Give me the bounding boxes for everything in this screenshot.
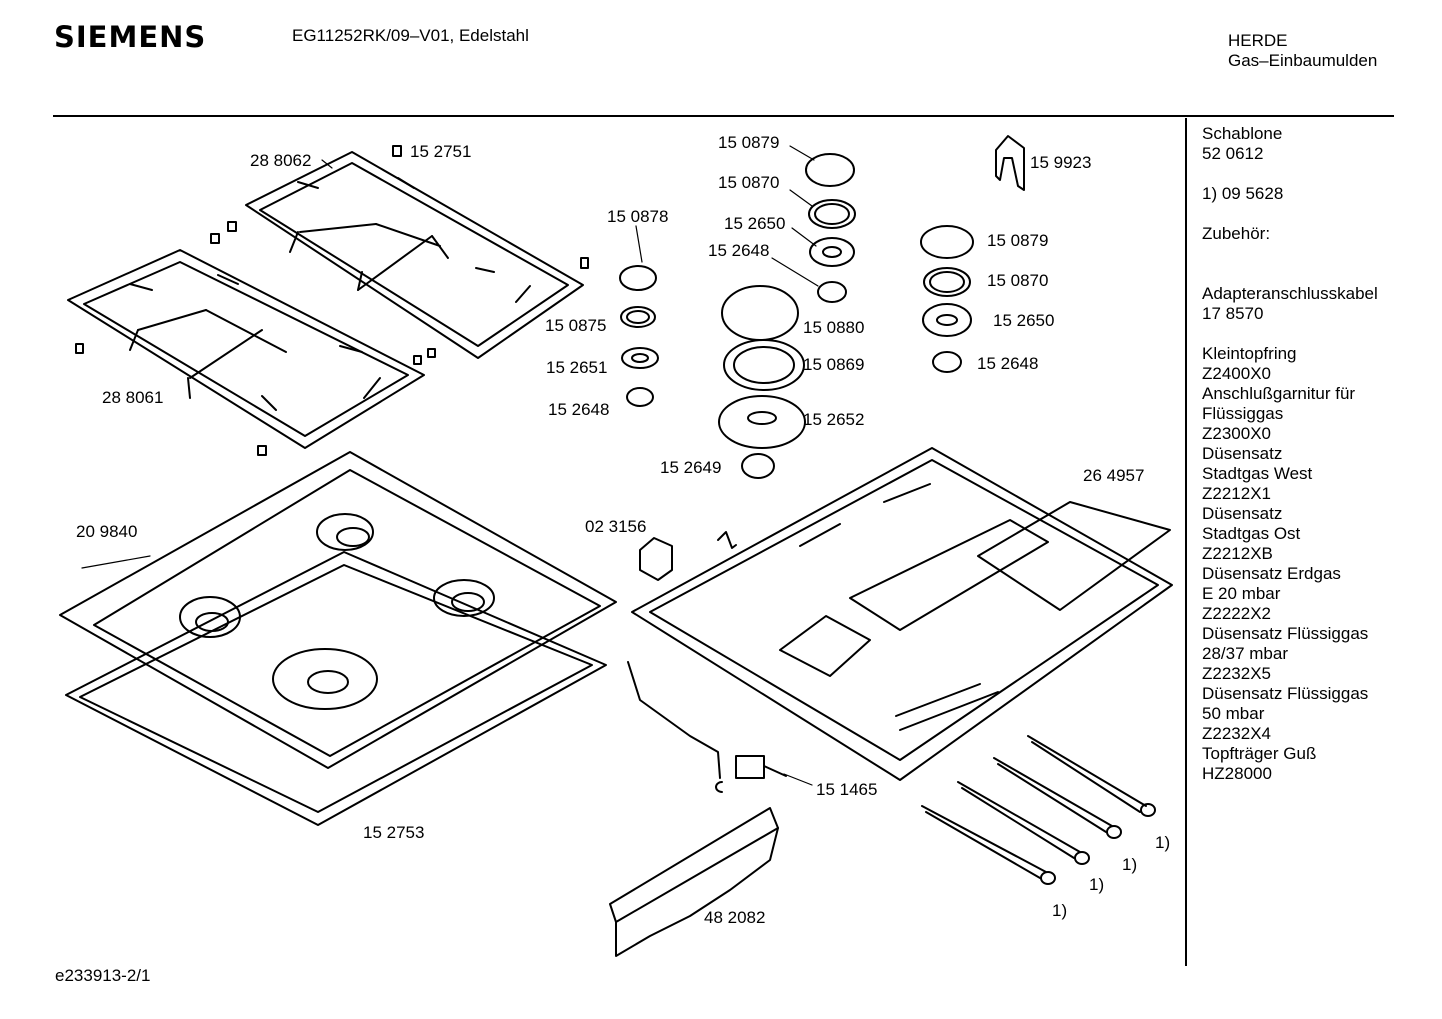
- part-label: 15 2753: [363, 823, 424, 842]
- mounting-bracket: [609, 807, 779, 957]
- connection-cable: [627, 661, 787, 793]
- part-label: 28 8062: [250, 151, 311, 170]
- accessory-line: 28/37 mbar: [1202, 644, 1288, 663]
- exploded-parts-drawing: 28 8062 15 2751 28 8061 20 9840 15 2753 …: [59, 133, 1173, 957]
- part-label: 15 0878: [607, 207, 668, 226]
- part-label: 15 0870: [718, 173, 779, 192]
- accessory-line: Z2232X4: [1202, 724, 1271, 743]
- part-label: 15 9923: [1030, 153, 1091, 172]
- part-label: 15 2650: [993, 311, 1054, 330]
- accessory-line: Stadtgas Ost: [1202, 524, 1301, 543]
- footnote-marker: 1): [1155, 833, 1170, 852]
- template-part: [995, 135, 1025, 191]
- accessory-line: Adapteranschlusskabel: [1202, 284, 1378, 303]
- accessory-line: Z2212XB: [1202, 544, 1273, 563]
- part-label: 15 0875: [545, 316, 606, 335]
- fixing-screw-1: [921, 805, 1056, 885]
- schablone-label: Schablone: [1202, 124, 1283, 143]
- part-label: 15 2649: [660, 458, 721, 477]
- sidebar-divider: [1185, 118, 1187, 966]
- part-label: 15 2751: [410, 142, 471, 161]
- accessory-line: Z2212X1: [1202, 484, 1271, 503]
- category-line-1: HERDE: [1228, 31, 1288, 50]
- drawing-id: e233913-2/1: [55, 966, 151, 985]
- part-label: 28 8061: [102, 388, 163, 407]
- accessory-line: Z2232X5: [1202, 664, 1271, 683]
- accessory-line: HZ28000: [1202, 764, 1272, 783]
- schablone-number: 52 0612: [1202, 144, 1264, 163]
- hob-top-plate: [59, 451, 617, 769]
- accessory-line: E 20 mbar: [1202, 584, 1281, 603]
- part-label: 15 2648: [708, 241, 769, 260]
- part-label: 15 2648: [548, 400, 609, 419]
- small-burner-left: [619, 265, 659, 407]
- accessory-line: Z2300X0: [1202, 424, 1271, 443]
- accessory-line: Anschlußgarnitur für: [1202, 384, 1356, 403]
- accessory-line: Düsensatz Flüssiggas: [1202, 684, 1369, 703]
- accessory-line: Düsensatz: [1202, 444, 1283, 463]
- zubehoer-label: Zubehör:: [1202, 224, 1271, 243]
- footnote-1: 1) 09 5628: [1202, 184, 1284, 203]
- part-label: 15 0879: [987, 231, 1048, 250]
- accessory-line: Düsensatz Flüssiggas: [1202, 624, 1369, 643]
- part-label: 15 1465: [816, 780, 877, 799]
- hob-seal-frame: [65, 551, 607, 826]
- accessory-line: 50 mbar: [1202, 704, 1265, 723]
- footnote-marker: 1): [1089, 875, 1104, 894]
- leader-lines: [81, 145, 819, 786]
- fixing-screw-4: [1027, 735, 1156, 817]
- accessory-line: Düsensatz Erdgas: [1202, 564, 1341, 583]
- part-label: 26 4957: [1083, 466, 1144, 485]
- accessory-line: Stadtgas West: [1202, 464, 1313, 483]
- part-label: 15 2651: [546, 358, 607, 377]
- footnote-marker: 1): [1052, 901, 1067, 920]
- ignition-switch: [639, 531, 737, 581]
- accessory-line: Z2222X2: [1202, 604, 1271, 623]
- pan-support-right: [245, 151, 584, 359]
- part-label: 15 0870: [987, 271, 1048, 290]
- brand-logo: SIEMENS: [54, 20, 207, 54]
- part-label: 15 2648: [977, 354, 1038, 373]
- accessories-sidebar: Schablone 52 0612 1) 09 5628 Zubehör: Ad…: [1202, 124, 1432, 784]
- accessory-line: Z2400X0: [1202, 364, 1271, 383]
- part-label: 15 2652: [803, 410, 864, 429]
- part-label: 15 0879: [718, 133, 779, 152]
- part-label: 15 2650: [724, 214, 785, 233]
- medium-burner-right: [920, 225, 974, 373]
- part-label: 48 2082: [704, 908, 765, 927]
- header-divider: [53, 115, 1394, 117]
- fixing-screw-2: [957, 781, 1090, 865]
- part-label: 15 0869: [803, 355, 864, 374]
- hob-body-tray: [631, 447, 1173, 781]
- large-burner-center: [718, 285, 806, 479]
- accessory-line: 17 8570: [1202, 304, 1264, 323]
- accessory-line: Düsensatz: [1202, 504, 1283, 523]
- part-label: 02 3156: [585, 517, 646, 536]
- fixing-screw-3: [993, 757, 1122, 839]
- model-title: EG11252RK/09–V01, Edelstahl: [292, 26, 529, 45]
- medium-burner-top: [805, 153, 856, 303]
- pan-support-left: [67, 249, 425, 449]
- accessory-line: Topfträger Guß: [1202, 744, 1317, 763]
- part-label: 15 0880: [803, 318, 864, 337]
- accessory-line: Kleintopfring: [1202, 344, 1297, 363]
- accessory-line: Flüssiggas: [1202, 404, 1284, 423]
- part-label: 20 9840: [76, 522, 137, 541]
- clip-parts: [75, 145, 589, 456]
- footnote-marker: 1): [1122, 855, 1137, 874]
- category-line-2: Gas–Einbaumulden: [1228, 51, 1378, 70]
- insulation-sheet: [977, 501, 1171, 611]
